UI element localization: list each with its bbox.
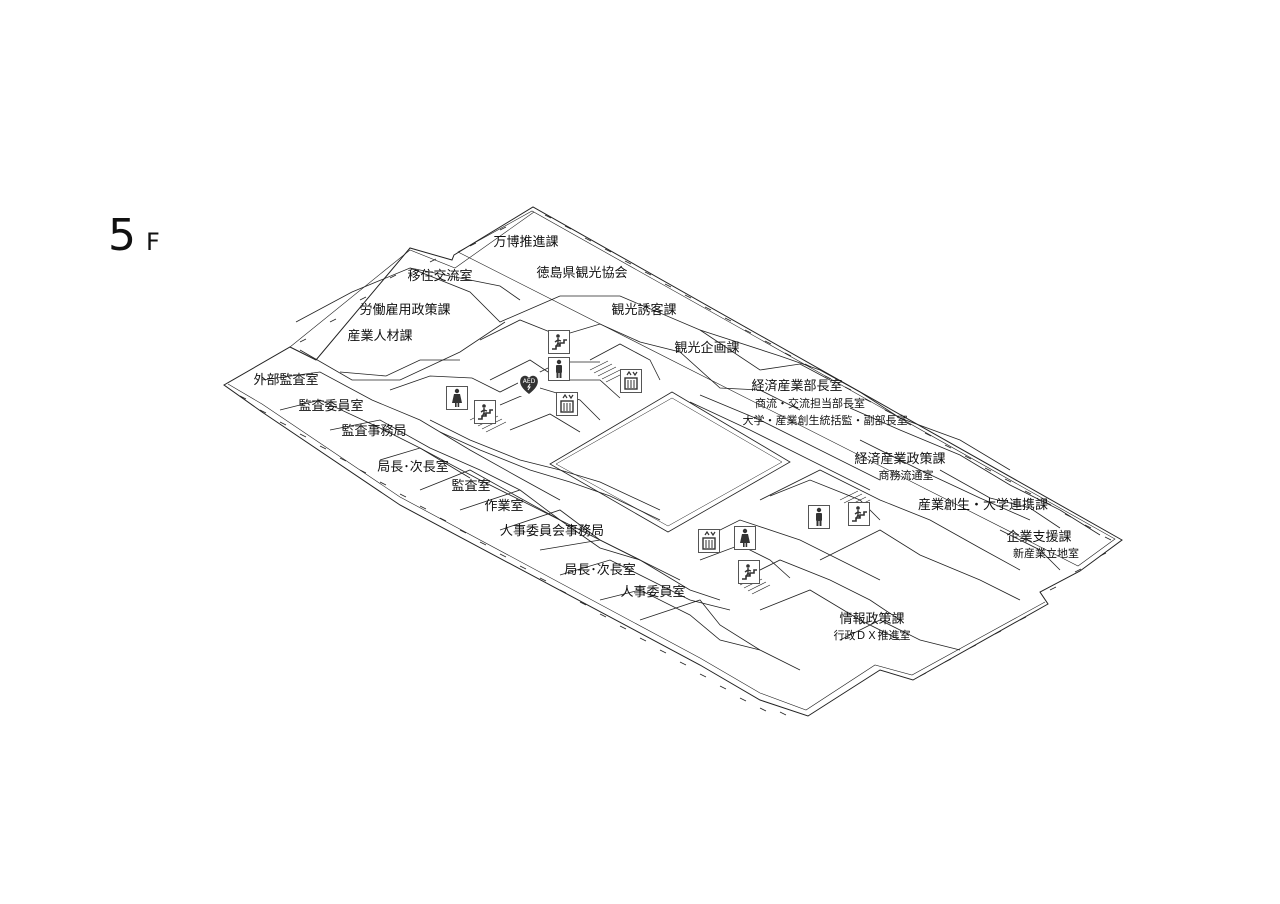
room-label: 作業室 (484, 499, 524, 514)
room-label: 監査委員室 (298, 399, 364, 414)
room-label: 外部監査室 (253, 373, 319, 388)
stairs-icon (474, 400, 496, 424)
aed-label: AED (523, 378, 536, 385)
room-label: 新産業立地室 (1013, 547, 1079, 560)
room-label: 情報政策課 (839, 612, 905, 627)
aed-icon: AED (518, 372, 540, 396)
room-label: 監査室 (451, 479, 491, 494)
room-label: 企業支援課 (1006, 530, 1072, 545)
restroom-women-icon (734, 526, 756, 550)
room-label: 観光企画課 (674, 341, 740, 356)
window-marks (239, 214, 1112, 716)
elevator-icon (620, 369, 642, 393)
room-label: 商流・交流担当部長室 (755, 397, 865, 410)
stairs-icon (548, 330, 570, 354)
stairs-icon (738, 560, 760, 584)
room-label: 労働雇用政策課 (359, 303, 451, 318)
building-outline (223, 206, 1123, 717)
room-label: 商務流通室 (878, 469, 934, 482)
room-label: 産業人材課 (347, 329, 413, 344)
room-label: 経済産業政策課 (854, 452, 946, 467)
room-label: 局長･次長室 (377, 460, 449, 475)
interior-walls (261, 267, 1101, 671)
room-label: 大学・産業創生統括監・副部長室 (742, 414, 908, 427)
room-label: 局長･次長室 (564, 563, 636, 578)
restroom-men-icon (548, 357, 570, 381)
room-label: 観光誘客課 (611, 303, 677, 318)
room-label: 人事委員室 (620, 585, 686, 600)
room-label: 万博推進課 (493, 235, 559, 250)
room-label: 監査事務局 (341, 424, 407, 439)
room-label: 産業創生・大学連携課 (917, 498, 1049, 513)
room-label: 行政ＤＸ推進室 (833, 629, 911, 642)
room-label: 経済産業部長室 (751, 379, 843, 394)
stairs-icon (848, 502, 870, 526)
floor-number: 5 (108, 210, 136, 261)
room-label: 徳島県観光協会 (536, 266, 628, 281)
elevator-icon (556, 392, 578, 416)
room-label: 人事委員会事務局 (499, 524, 605, 539)
restroom-men-icon (808, 505, 830, 529)
elevator-icon (698, 529, 720, 553)
restroom-women-icon (446, 386, 468, 410)
room-label: 移住交流室 (407, 269, 473, 284)
floor-unit: F (146, 228, 160, 256)
